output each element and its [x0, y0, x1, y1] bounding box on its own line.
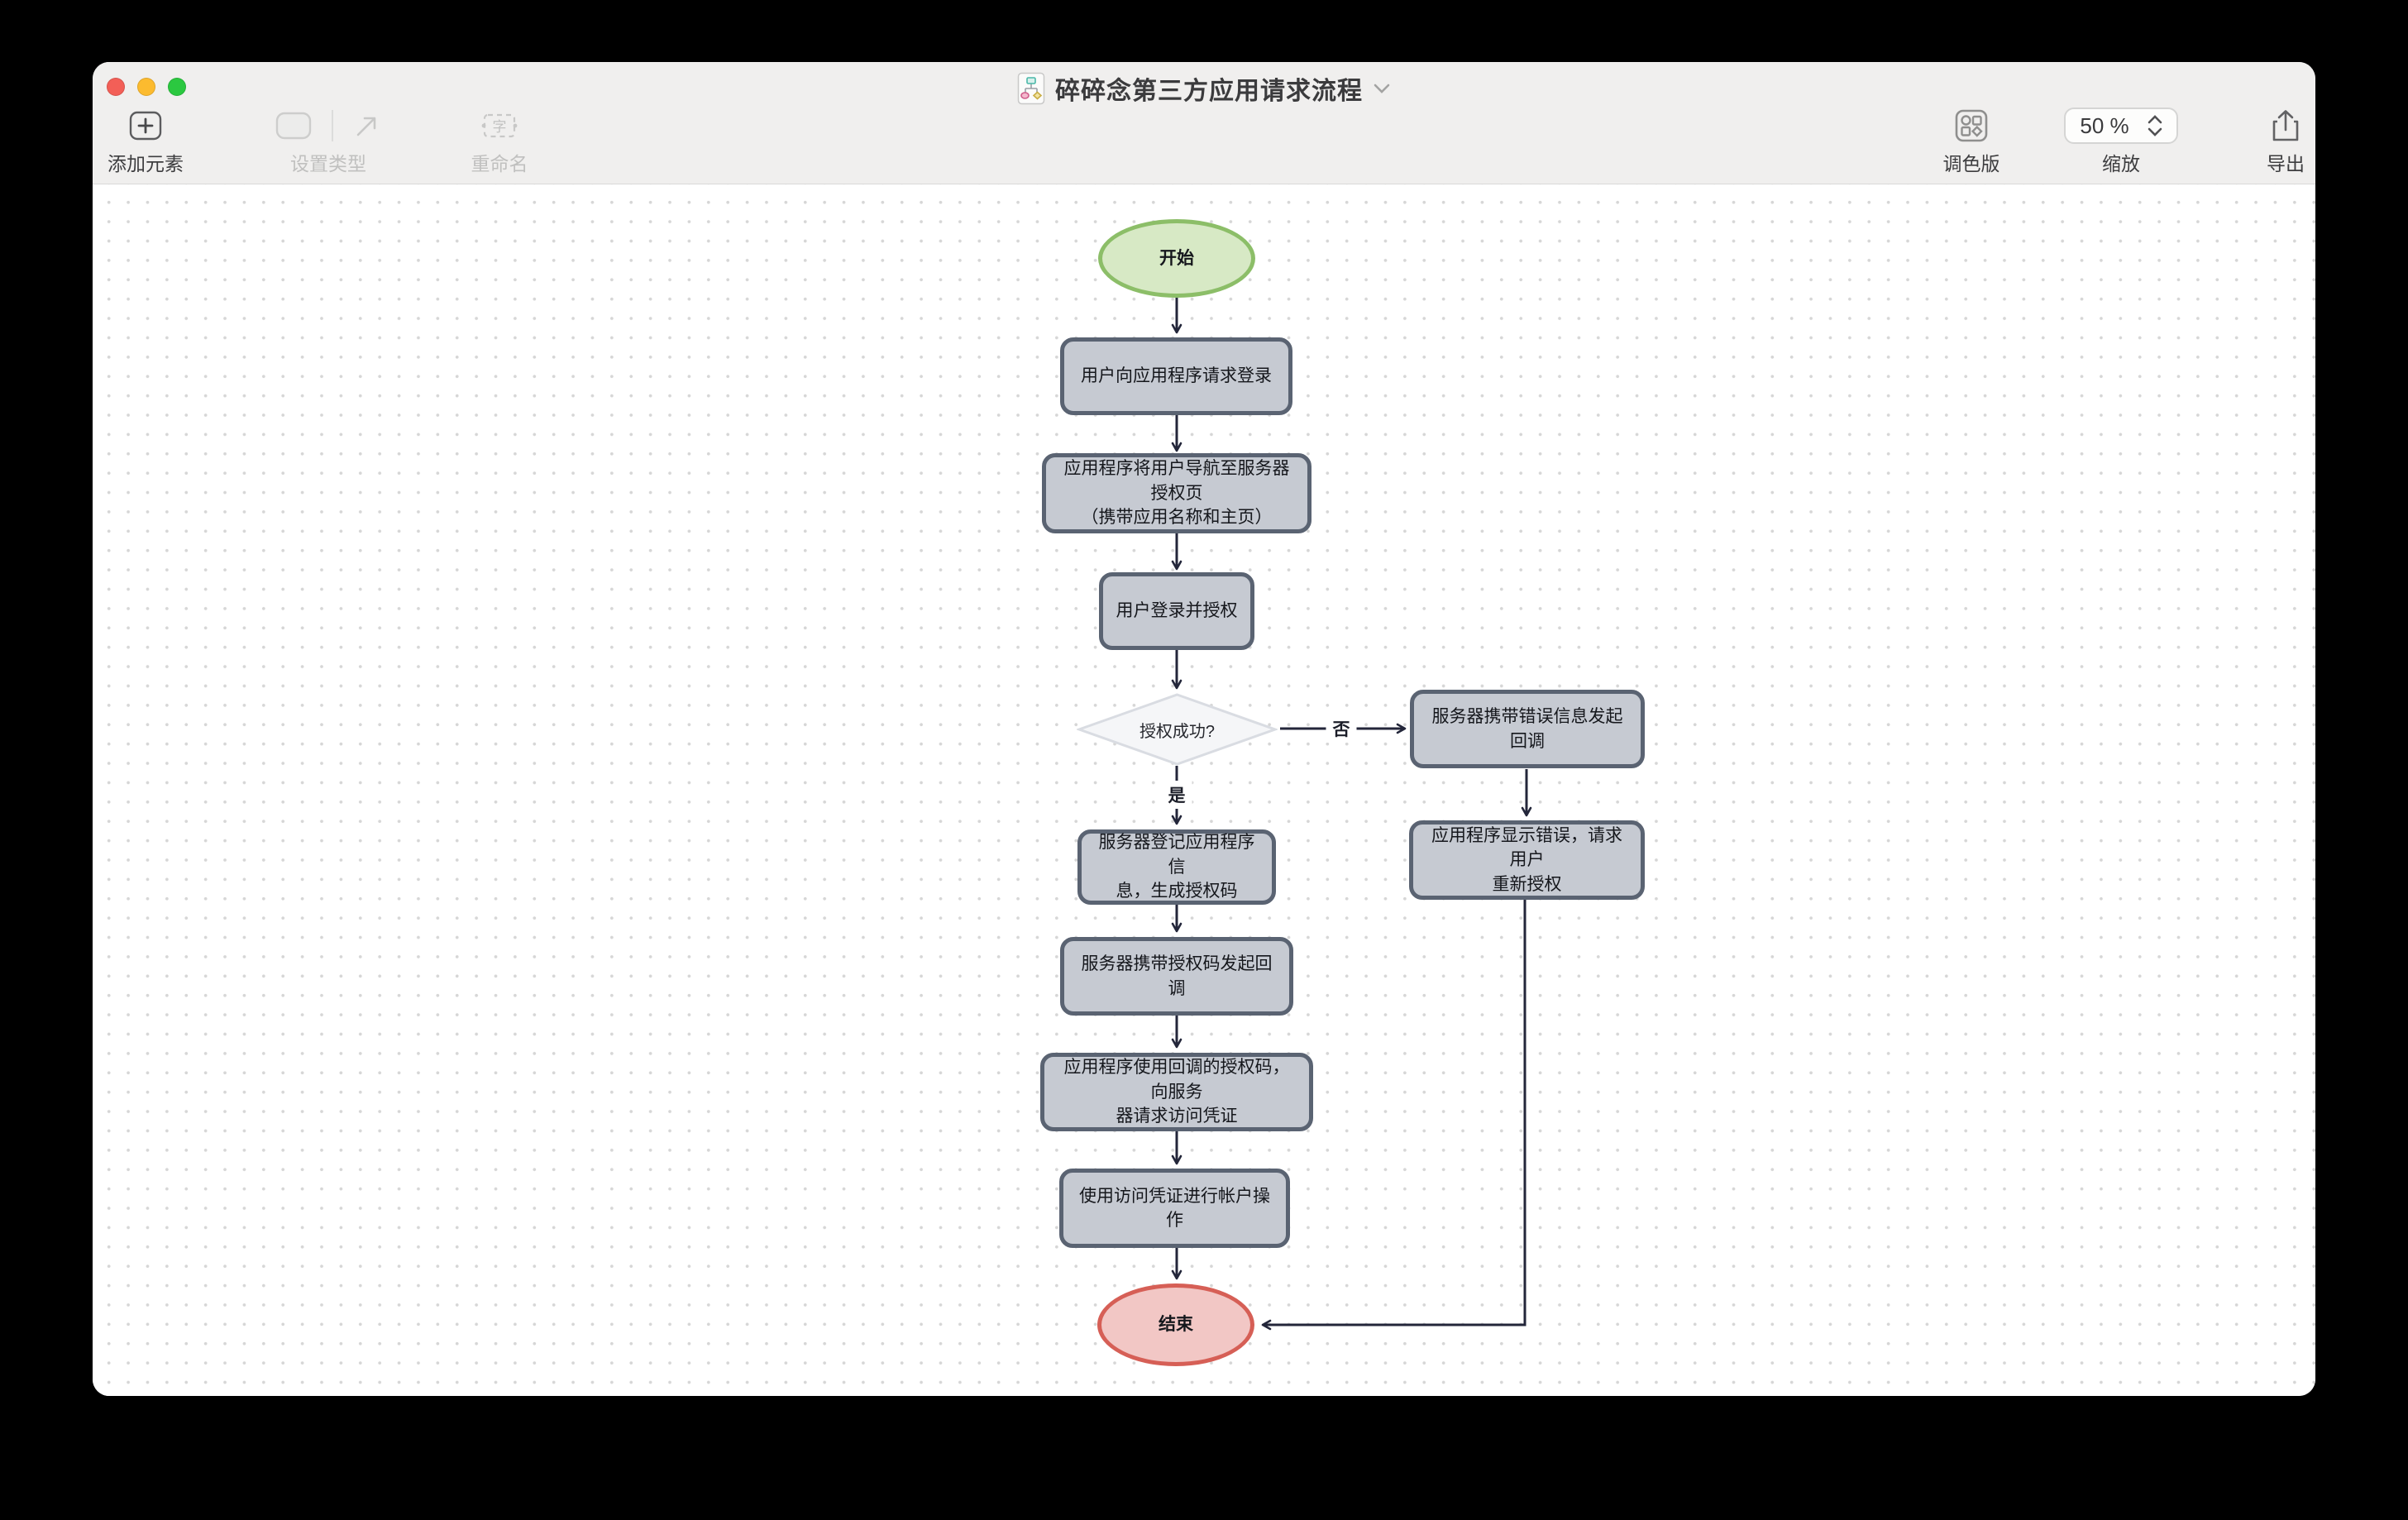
- node-end[interactable]: 结束: [1097, 1283, 1254, 1366]
- zoom-label: 缩放: [2102, 153, 2140, 174]
- flow-connectors: [1171, 298, 1532, 1331]
- document-flowchart-icon: [1017, 72, 1045, 105]
- rename-text-icon: 字: [481, 113, 518, 138]
- edge-label-no: 否: [1326, 715, 1357, 743]
- title-chevron-down-icon[interactable]: [1373, 83, 1391, 94]
- decision-diamond-shape: [1075, 693, 1279, 766]
- node-navigate-auth-page[interactable]: 应用程序将用户导航至服务器授权页 （携带应用名称和主页）: [1042, 453, 1312, 533]
- fullscreen-button[interactable]: [168, 78, 186, 96]
- palette-icon: [1955, 109, 1988, 142]
- set-type-label: 设置类型: [290, 153, 366, 174]
- node-request-credential[interactable]: 应用程序使用回调的授权码，向服务 器请求访问凭证: [1040, 1053, 1313, 1131]
- share-export-icon: [2272, 110, 2299, 141]
- node-error-callback[interactable]: 服务器携带错误信息发起回调: [1410, 690, 1645, 768]
- connector-arrow-icon: [356, 117, 376, 136]
- decision-label: 授权成功?: [1139, 722, 1216, 741]
- rename-button[interactable]: 字 重命名: [447, 107, 552, 174]
- add-element-icon: [129, 111, 162, 141]
- palette-label: 调色版: [1942, 153, 2000, 174]
- palette-button[interactable]: 调色版: [1918, 107, 2024, 174]
- titlebar: 碎碎念第三方应用请求流程: [93, 69, 2315, 108]
- zoom-stepper-arrows-icon[interactable]: [2148, 115, 2162, 136]
- rename-label: 重命名: [471, 153, 528, 174]
- svg-text:字: 字: [493, 119, 507, 135]
- node-register-info[interactable]: 服务器登记应用程序信 息，生成授权码: [1077, 829, 1276, 905]
- edge-label-yes: 是: [1161, 781, 1192, 809]
- export-button[interactable]: 导出: [2233, 107, 2315, 174]
- app-window: 碎碎念第三方应用请求流程 添加元素: [93, 62, 2315, 1396]
- toolbar-divider: [332, 110, 333, 141]
- set-type-button[interactable]: 设置类型: [246, 107, 411, 174]
- zoom-value: 50 %: [2080, 112, 2129, 138]
- document-title[interactable]: 碎碎念第三方应用请求流程: [1055, 78, 1363, 105]
- node-auth-success-decision[interactable]: 授权成功?: [1075, 693, 1279, 766]
- export-label: 导出: [2267, 153, 2305, 174]
- node-callback-with-code[interactable]: 服务器携带授权码发起回调: [1060, 937, 1293, 1016]
- zoom-stepper[interactable]: 50 %: [2064, 108, 2178, 144]
- node-start[interactable]: 开始: [1098, 219, 1255, 298]
- diagram-canvas[interactable]: 开始 用户向应用程序请求登录 应用程序将用户导航至服务器授权页 （携带应用名称和…: [93, 184, 2315, 1396]
- node-use-credential[interactable]: 使用访问凭证进行帐户操作: [1059, 1169, 1290, 1248]
- node-login-authorize[interactable]: 用户登录并授权: [1099, 572, 1254, 650]
- window-header: 碎碎念第三方应用请求流程 添加元素: [93, 62, 2315, 184]
- add-element-label: 添加元素: [108, 153, 184, 174]
- minimize-button[interactable]: [137, 78, 155, 96]
- add-element-button[interactable]: 添加元素: [93, 107, 198, 174]
- traffic-lights: [107, 78, 186, 96]
- node-show-error[interactable]: 应用程序显示错误，请求用户 重新授权: [1409, 820, 1645, 900]
- node-request-login[interactable]: 用户向应用程序请求登录: [1060, 337, 1292, 415]
- zoom-control: 50 % 缩放: [2051, 107, 2191, 174]
- close-button[interactable]: [107, 78, 125, 96]
- shape-rectangle-icon: [275, 112, 312, 140]
